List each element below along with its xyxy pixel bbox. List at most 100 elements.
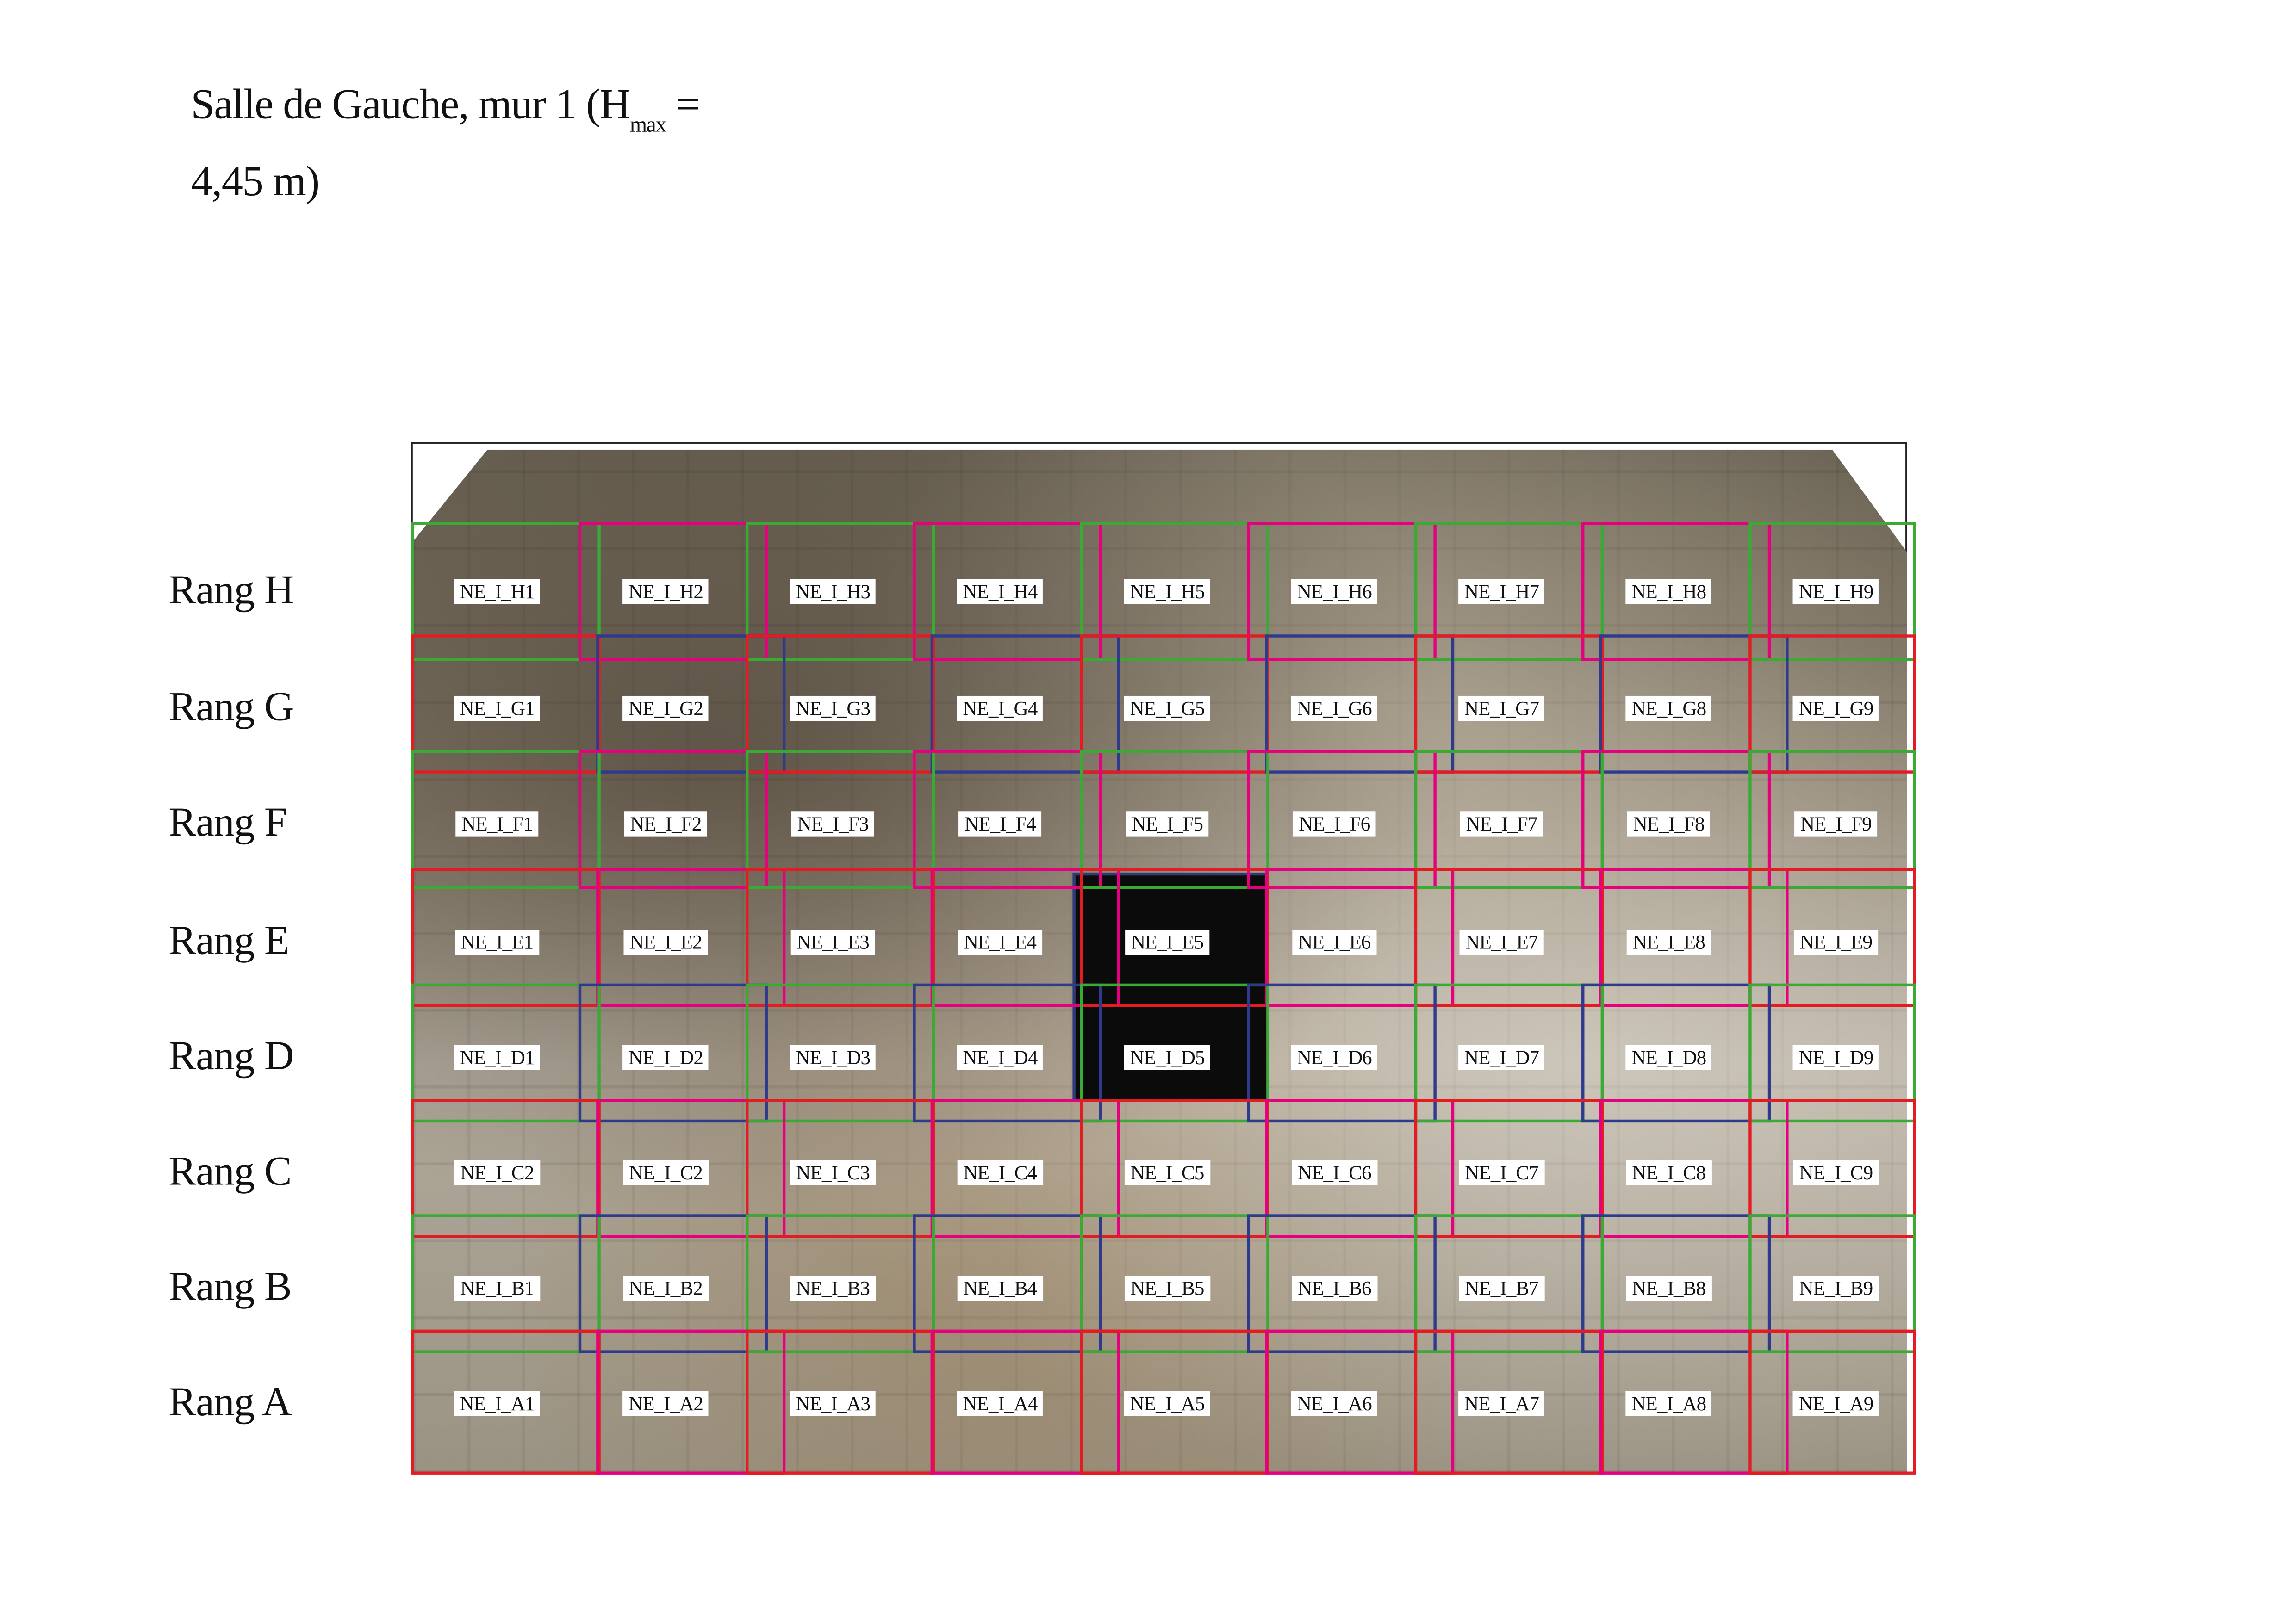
cell-label: NE_I_D3 [790,1045,876,1070]
row-label: Rang B [168,1265,292,1311]
photo-frame [1080,634,1269,774]
cell-label: NE_I_B1 [454,1275,540,1301]
photo-frame [1080,868,1269,1007]
photo-frame [1581,1214,1771,1353]
photo-frame [1265,868,1455,1007]
cell-label: NE_I_G2 [622,695,709,721]
photo-frame [1265,1098,1455,1238]
cell-label: NE_I_A1 [454,1391,541,1416]
cell-label: NE_I_F5 [1126,811,1209,837]
row-label: Rang H [168,568,294,614]
photo-frame [1080,1214,1269,1353]
photo-frame [1080,750,1269,889]
photo-frame [1599,1329,1789,1475]
photo-frame [746,522,935,661]
photo-frame [913,1214,1102,1353]
photo-frame [746,983,935,1123]
cell-label: NE_I_D2 [622,1045,709,1070]
photo-frame [578,1214,768,1353]
photo-frame [1080,522,1269,661]
row-label: Rang F [168,800,287,846]
row-label: Rang A [168,1380,292,1426]
photo-frame [1748,1214,1916,1353]
photo-frame [596,868,786,1007]
cell-label: NE_I_A4 [957,1391,1044,1416]
cell-label: NE_I_C6 [1292,1160,1377,1185]
photo-frame [1265,1329,1455,1475]
photo-frame [913,750,1102,889]
cell-label: NE_I_C2 [623,1160,709,1185]
cell-label: NE_I_F1 [455,811,539,837]
cell-label: NE_I_H3 [790,579,876,604]
photo-frame [1247,522,1437,661]
photo-frame [1414,1329,1604,1475]
cell-label: NE_I_F2 [624,811,708,837]
row-label: Rang D [168,1034,294,1080]
photo-frame [578,750,768,889]
photo-frame [1414,868,1604,1007]
row-label: Rang C [168,1149,292,1195]
cell-label: NE_I_E8 [1626,930,1711,955]
cell-label: NE_I_B5 [1124,1275,1210,1301]
photo-frame [1414,1098,1604,1238]
photo-frame [1748,1098,1916,1238]
cell-label: NE_I_F6 [1293,811,1376,837]
title-subscript: max [629,114,666,138]
cell-label: NE_I_G3 [790,695,876,721]
cell-label: NE_I_H7 [1458,579,1545,604]
cell-label: NE_I_G4 [957,695,1044,721]
photo-frame [596,1329,786,1475]
cell-label: NE_I_H9 [1792,579,1879,604]
photo-frame [596,634,786,774]
cell-label: NE_I_F9 [1794,811,1878,837]
cell-label: NE_I_F7 [1460,811,1543,837]
cell-label: NE_I_G7 [1458,695,1545,721]
photo-frame [1748,522,1916,661]
photo-frame [1265,634,1455,774]
cell-label: NE_I_B3 [790,1275,876,1301]
cell-label: NE_I_H4 [957,579,1044,604]
cell-label: NE_I_A5 [1124,1391,1211,1416]
cell-label: NE_I_E4 [958,930,1042,955]
photo-frame [596,1098,786,1238]
cell-label: NE_I_H2 [622,579,709,604]
cell-label: NE_I_C3 [790,1160,876,1185]
cell-label: NE_I_B9 [1793,1275,1879,1301]
photo-frame [1581,522,1771,661]
photo-frame [578,983,768,1123]
cell-label: NE_I_D6 [1291,1045,1378,1070]
cell-label: NE_I_C2 [454,1160,540,1185]
photo-frame [746,750,935,889]
photo-frame [930,1098,1120,1238]
photo-frame [1080,983,1269,1123]
photo-frame [578,522,768,661]
cell-label: NE_I_D1 [454,1045,541,1070]
cell-label: NE_I_G9 [1792,695,1879,721]
photo-frame [913,983,1102,1123]
photo-frame [1247,750,1437,889]
cell-label: NE_I_E9 [1793,930,1878,955]
photo-frame [1599,634,1789,774]
photo-frame [411,522,601,661]
cell-label: NE_I_A3 [790,1391,876,1416]
photo-frame [746,1214,935,1353]
row-label: Rang E [168,918,289,965]
photo-frame [1247,1214,1437,1353]
cell-label: NE_I_G5 [1124,695,1211,721]
title-text: Salle de Gauche, mur 1 (H [191,81,630,129]
photo-frame [930,1329,1120,1475]
cell-label: NE_I_H5 [1124,579,1211,604]
cell-label: NE_I_H6 [1291,579,1378,604]
cell-label: NE_I_C9 [1793,1160,1879,1185]
cell-label: NE_I_A6 [1291,1391,1378,1416]
title-equals: = [666,81,700,129]
cell-label: NE_I_F8 [1627,811,1711,837]
cell-label: NE_I_B8 [1626,1275,1711,1301]
photo-frame [1414,1214,1604,1353]
cell-label: NE_I_E3 [790,930,875,955]
cell-label: NE_I_C8 [1626,1160,1711,1185]
cell-label: NE_I_D7 [1458,1045,1545,1070]
photo-frame [1748,634,1916,774]
photo-frame [411,1214,601,1353]
